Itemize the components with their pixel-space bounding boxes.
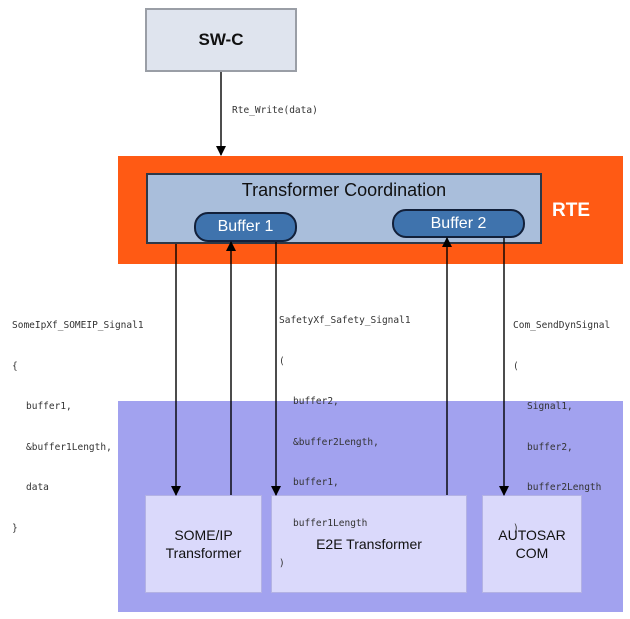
call-open: ( [513,360,519,372]
e2e-transformer-label: E2E Transformer [316,536,422,552]
someip-transformer-label-line2: Transformer [165,545,242,561]
rte-label: RTE [552,200,590,221]
e2e-transformer-box: E2E Transformer [271,495,467,593]
com-send-dyn-signal-call: Com_SendDynSignal ( Signal1, buffer2, bu… [513,292,610,549]
autosar-com-label-line2: COM [515,545,549,561]
someip-transformer-box: SOME/IP Transformer [145,495,262,593]
call-arg: buffer2, [293,396,339,407]
call-name: SomeIpXf_SOMEIP_Signal1 [12,320,144,331]
transformer-coordination-title: Transformer Coordination [241,180,447,200]
call-close: } [12,522,18,534]
someip-transformer-label-line1: SOME/IP [174,527,233,543]
swc-box: SW-C [145,8,297,72]
safety-xf-call: SafetyXf_Safety_Signal1 ( buffer2, &buff… [279,287,411,584]
call-arg: buffer2Length [527,482,602,493]
call-close: ) [279,558,285,569]
autosar-com-label-line1: AUTOSAR [498,527,566,543]
buffer-1: Buffer 1 [194,212,297,242]
call-arg: data [26,482,49,493]
call-arg: buffer1, [26,401,72,412]
call-arg: buffer1Length [293,517,368,529]
call-name: Com_SendDynSignal [513,320,611,331]
call-arg: buffer2, [527,441,573,453]
call-arg: Signal1, [527,401,573,412]
call-arg: &buffer2Length, [293,436,379,448]
someip-xf-call: SomeIpXf_SOMEIP_Signal1 { buffer1, &buff… [12,292,144,549]
call-arg: buffer1, [293,477,339,488]
rte-write-call: Rte_Write(data) [232,105,318,116]
call-open: ( [279,355,285,367]
call-close: ) [513,522,519,534]
call-arg: &buffer1Length, [26,441,112,453]
swc-label: SW-C [198,30,244,49]
autosar-com-box: AUTOSAR COM [482,495,582,593]
buffer-2: Buffer 2 [392,209,525,238]
call-name: SafetyXf_Safety_Signal1 [279,315,411,326]
call-open: { [12,360,18,372]
